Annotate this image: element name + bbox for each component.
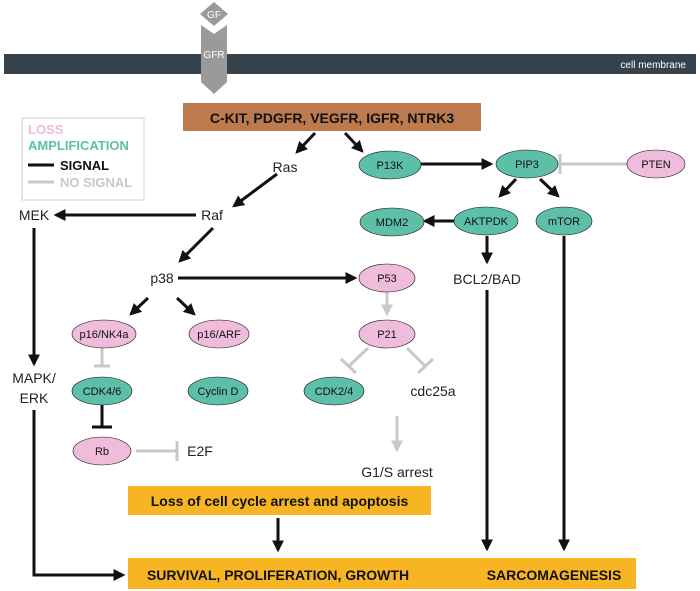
signal-arrows	[28, 131, 570, 581]
node-e2f: E2F	[187, 443, 213, 459]
node-mapk-line2: ERK	[20, 390, 49, 406]
node-p13k-label: P13K	[377, 160, 405, 172]
node-cdk24	[303, 376, 365, 406]
node-bcl2: BCL2/BAD	[453, 271, 521, 287]
gf-ligand	[200, 2, 228, 26]
arrow-receptor-to-ras	[295, 131, 317, 154]
node-cyclind	[187, 376, 249, 406]
node-p53	[358, 263, 416, 293]
node-mek: MEK	[19, 207, 50, 223]
node-cdk46	[71, 376, 133, 406]
gfr-receptor	[201, 25, 227, 94]
node-p16nk4a	[71, 319, 137, 349]
arrow-p38-to-p16nk4a	[129, 296, 150, 316]
node-cdk24-label: CDK2/4	[315, 386, 354, 398]
cell-membrane-label: cell membrane	[620, 60, 686, 71]
node-p38: p38	[150, 270, 174, 286]
node-pip3	[495, 149, 559, 179]
gf-label: GF	[207, 10, 221, 21]
loss-of-arrest-label: Loss of cell cycle arrest and apoptosis	[151, 493, 409, 509]
legend-box	[21, 117, 145, 201]
loss-of-arrest-box	[128, 486, 431, 515]
node-mdm2	[359, 207, 425, 237]
arrow-mapk-to-survival	[32, 410, 126, 581]
arrow-p38-to-p16arf	[175, 296, 196, 316]
survival-label: SURVIVAL, PROLIFERATION, GROWTH	[147, 567, 409, 583]
arrow-pip3-to-aktpdk	[498, 177, 518, 198]
arrow-ras-to-raf	[232, 172, 278, 208]
node-rb	[72, 436, 132, 466]
node-raf: Raf	[201, 207, 223, 223]
node-mdm2-label: MDM2	[376, 217, 408, 229]
node-mtor-label: mTOR	[548, 216, 580, 228]
node-p16nk4a-label: p16/NK4a	[80, 329, 130, 341]
node-pten-label: PTEN	[641, 159, 670, 171]
node-pten	[626, 149, 686, 179]
gfr-label: GFR	[203, 50, 224, 61]
inhibit-p21-cdc25a	[405, 346, 427, 368]
legend-amplification: AMPLIFICATION	[28, 138, 129, 153]
node-cdk46-label: CDK4/6	[83, 386, 122, 398]
inhibit-p21-cdk24	[347, 346, 370, 368]
outcome-box	[128, 558, 636, 589]
node-aktpdk-label: AKTPDK	[464, 216, 509, 228]
node-p16arf-label: p16/ARF	[197, 329, 241, 341]
node-aktpdk	[453, 206, 519, 236]
node-g1s-arrest: G1/S arrest	[361, 464, 433, 480]
receptor-family-box	[183, 103, 481, 131]
arrow-receptor-to-p13k	[343, 131, 364, 153]
node-rb-label: Rb	[95, 446, 109, 458]
node-p53-label: P53	[377, 273, 397, 285]
node-mapk-line1: MAPK/	[12, 370, 56, 386]
node-p21	[358, 319, 416, 349]
cell-membrane	[4, 54, 696, 74]
legend-signal: SIGNAL	[60, 158, 109, 173]
legend-no-signal: NO SIGNAL	[60, 175, 132, 190]
receptor-family-label: C-KIT, PDGFR, VEGFR, IGFR, NTRK3	[210, 110, 454, 126]
node-p21-label: P21	[377, 329, 397, 341]
sarcomagenesis-label: SARCOMAGENESIS	[487, 567, 622, 583]
node-p13k	[358, 150, 422, 180]
node-cdc25a: cdc25a	[410, 383, 455, 399]
arrow-raf-to-p38	[178, 226, 215, 263]
node-p16arf	[188, 319, 250, 349]
node-mtor	[535, 206, 593, 236]
node-pip3-label: PIP3	[515, 159, 539, 171]
inhibit-cdk46-rb	[92, 405, 112, 429]
node-ras: Ras	[273, 159, 298, 175]
legend-loss: LOSS	[28, 122, 64, 137]
node-cyclind-label: Cyclin D	[198, 386, 239, 398]
arrow-pip3-to-mtor	[538, 177, 560, 198]
no-signal-links	[94, 154, 627, 461]
